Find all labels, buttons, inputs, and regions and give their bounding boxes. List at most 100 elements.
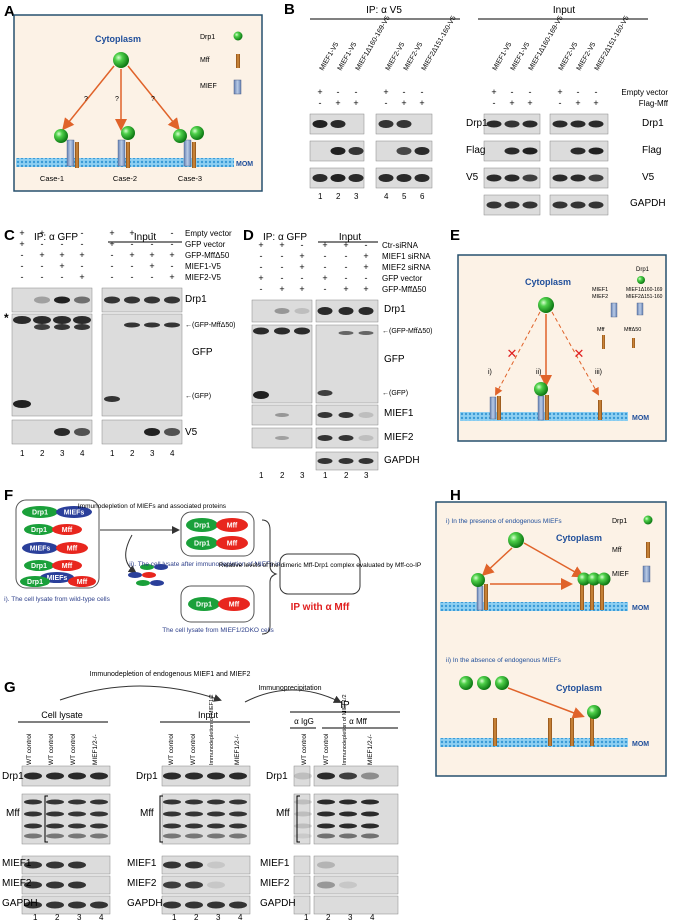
blot-label: GAPDH: [630, 198, 666, 209]
sign-mark: -: [81, 239, 84, 249]
blot-band: [46, 833, 64, 839]
blot-band: [163, 799, 181, 805]
lane-header: WT control: [70, 733, 77, 765]
protein-label: Drp1: [31, 563, 47, 570]
legend-mief-icon: [610, 302, 618, 318]
protein-pill: [140, 564, 154, 570]
legend-mief-mut-icon: [636, 302, 644, 316]
ip-sub-title: α IgG: [294, 717, 314, 726]
condition-label: GFP vector: [185, 240, 226, 249]
blot-label: GAPDH: [2, 898, 38, 909]
blot-band: [294, 799, 312, 805]
blot-band: [185, 881, 203, 889]
lane-number: 1: [20, 449, 25, 458]
blot-strip: [293, 875, 311, 895]
drp1-protein: [495, 676, 509, 690]
protein-label: Drp1: [31, 527, 47, 534]
protein-pill: [56, 506, 92, 518]
blot-band: [361, 833, 379, 839]
panel-b: B IP: α V5 Input MIEF1-V5 MIEF1-V5 MIEF1…: [284, 1, 669, 216]
caption-i: i). The cell lysate from wild-type cells: [4, 596, 110, 603]
blot-band: [68, 799, 86, 805]
mff-protein: [75, 142, 79, 168]
lane-header: MIEF2Δ151-160-V5: [421, 15, 458, 72]
mief-protein: [183, 139, 192, 167]
group-title: Input: [198, 710, 219, 720]
sign-mark: +: [79, 250, 84, 260]
sign-mark: -: [131, 272, 134, 282]
blot-strip: [313, 855, 399, 875]
blot-strip: [161, 895, 251, 915]
sign-mark: +: [19, 239, 24, 249]
blot-band: [164, 428, 180, 436]
arrow-case1: [62, 65, 115, 131]
protein-pill: [22, 506, 58, 518]
blot-band: [339, 799, 357, 805]
lane-headers-input: WT control WT control Immunodepletion of…: [168, 694, 241, 765]
blot-band: [229, 811, 247, 817]
blot-label: Drp1: [466, 118, 488, 129]
blot-band: [68, 881, 86, 889]
blot-band: [33, 316, 51, 324]
input-sign-grid: +--+---++-++: [491, 87, 598, 108]
drp1-protein: [113, 52, 129, 68]
blot-band: [338, 307, 354, 315]
blot-band: [396, 120, 412, 128]
blot-band: [46, 823, 64, 829]
blot-band: [163, 823, 181, 829]
blot-label: Drp1: [384, 304, 406, 315]
case-label: Case-1: [40, 174, 64, 183]
sign-mark: +: [129, 250, 134, 260]
sign-mark: -: [511, 87, 514, 97]
lane-header: MIEF1/2-/-: [234, 734, 241, 765]
blot-band: [504, 120, 520, 128]
legend-mff-mut-label: MffΔ50: [624, 327, 641, 333]
route-label: i): [488, 369, 492, 376]
blot-strip: [315, 324, 379, 404]
blot-band: [317, 861, 335, 869]
blot-band: [294, 823, 312, 829]
blot-band: [522, 120, 538, 128]
blot-band: [54, 324, 70, 330]
blot-band: [68, 811, 86, 817]
input-title: Input: [339, 232, 361, 243]
group-title: IP: [340, 700, 350, 711]
blot-band: [361, 823, 379, 829]
panel-letter: G: [4, 679, 16, 696]
panel-h: H i) In the presence of endogenous MIEFs…: [435, 487, 667, 777]
protein-label: Mff: [229, 602, 240, 609]
sign-mark: -: [301, 240, 304, 250]
lane-number: 2: [280, 471, 285, 480]
sign-mark: +: [79, 272, 84, 282]
blot-label: Drp1: [2, 771, 24, 782]
blot-band: [68, 772, 86, 780]
protein-pill: [52, 560, 82, 571]
mff-protein: [548, 718, 552, 746]
blot-strip: [251, 404, 313, 426]
input-title: Input: [134, 232, 156, 243]
blot-band: [396, 147, 412, 155]
blot-band: [46, 772, 64, 780]
sign-mark: +: [335, 98, 340, 108]
blot-band: [338, 458, 354, 464]
sign-mark: -: [260, 284, 263, 294]
blot-band: [90, 901, 108, 909]
sign-mark: +: [149, 250, 154, 260]
panel-letter: D: [243, 227, 254, 244]
blot-band: [46, 861, 64, 869]
sign-mark: +: [491, 87, 496, 97]
lane-number: 1: [33, 913, 38, 922]
panel-letter: C: [4, 227, 15, 244]
panel-c-blots: [11, 287, 183, 445]
blot-band: [124, 322, 140, 328]
protein-pill: [218, 597, 250, 611]
protein-label: Drp1: [27, 579, 43, 586]
protein-pill: [136, 580, 150, 586]
blot-band: [339, 811, 357, 817]
legend-mief-mut-label: MIEF1Δ160-169: [626, 287, 663, 293]
sign-mark: +: [258, 240, 263, 250]
lane-numbers: 1 2 3 4 1 2 3 4: [20, 449, 175, 458]
protein-label: Drp1: [32, 510, 48, 517]
protein-pill: [22, 542, 58, 554]
